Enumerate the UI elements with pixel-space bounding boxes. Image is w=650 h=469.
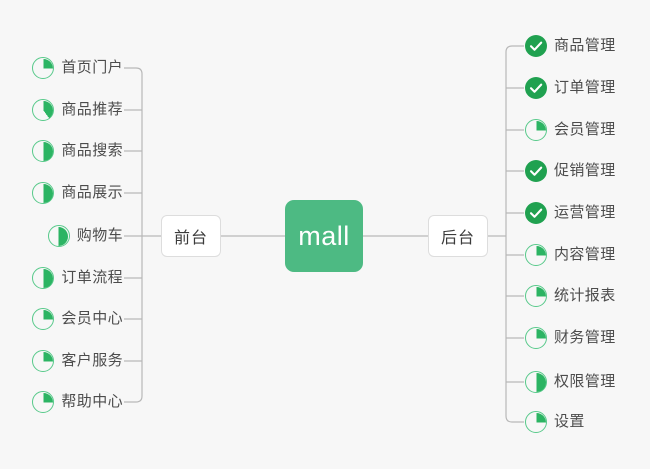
pie-icon	[32, 267, 55, 289]
mindmap-leaf[interactable]: 首页门户	[32, 55, 123, 81]
check-circle-icon	[525, 77, 547, 99]
leaf-label: 内容管理	[554, 246, 616, 263]
pie-icon	[32, 57, 55, 79]
mindmap-leaf[interactable]: 内容管理	[525, 242, 616, 268]
mindmap-leaf[interactable]: 帮助中心	[32, 389, 123, 415]
pie-icon	[525, 371, 547, 393]
leaf-label: 帮助中心	[61, 393, 123, 410]
leaf-label: 设置	[554, 413, 585, 430]
mindmap-leaf[interactable]: 商品搜索	[32, 138, 123, 164]
mindmap-leaf[interactable]: 统计报表	[525, 283, 616, 309]
pie-icon	[525, 411, 547, 433]
branch-node-front[interactable]: 前台	[161, 215, 221, 257]
mindmap-leaf[interactable]: 购物车	[47, 223, 123, 249]
pie-icon	[525, 119, 547, 141]
check-circle-icon	[525, 202, 547, 224]
pie-icon	[32, 391, 55, 413]
root-node-mall[interactable]: mall	[285, 200, 363, 272]
leaf-label: 购物车	[76, 227, 123, 244]
leaf-label: 客户服务	[61, 352, 123, 369]
leaf-label: 权限管理	[554, 373, 616, 390]
leaf-label: 运营管理	[554, 204, 616, 221]
pie-icon	[32, 350, 55, 372]
check-circle-icon	[525, 160, 547, 182]
leaf-label: 财务管理	[554, 329, 616, 346]
leaf-label: 订单管理	[554, 79, 616, 96]
mindmap-leaf[interactable]: 会员中心	[32, 306, 123, 332]
leaf-label: 会员管理	[554, 121, 616, 138]
pie-icon	[525, 244, 547, 266]
mindmap-leaf[interactable]: 权限管理	[525, 369, 616, 395]
leaf-label: 商品管理	[554, 37, 616, 54]
mindmap-leaf[interactable]: 会员管理	[525, 117, 616, 143]
pie-icon	[525, 327, 547, 349]
leaf-label: 统计报表	[554, 287, 616, 304]
mindmap-leaf[interactable]: 商品管理	[525, 33, 616, 59]
leaf-label: 促销管理	[554, 162, 616, 179]
leaf-label: 首页门户	[61, 59, 123, 76]
mindmap-leaf[interactable]: 订单流程	[32, 265, 123, 291]
leaf-label: 商品推荐	[61, 101, 123, 118]
mindmap-leaf[interactable]: 设置	[525, 409, 585, 435]
pie-icon	[32, 140, 55, 162]
leaf-label: 商品展示	[61, 184, 123, 201]
branch-node-back[interactable]: 后台	[428, 215, 488, 257]
pie-icon	[525, 285, 547, 307]
pie-icon	[32, 99, 55, 121]
mindmap-leaf[interactable]: 运营管理	[525, 200, 616, 226]
mindmap-leaf[interactable]: 促销管理	[525, 158, 616, 184]
mindmap-leaf[interactable]: 订单管理	[525, 75, 616, 101]
mindmap-leaf[interactable]: 商品推荐	[32, 97, 123, 123]
mindmap-leaf[interactable]: 客户服务	[32, 348, 123, 374]
leaf-label: 订单流程	[61, 269, 123, 286]
mindmap-leaf[interactable]: 商品展示	[32, 180, 123, 206]
pie-icon	[32, 308, 55, 330]
check-circle-icon	[525, 35, 547, 57]
mindmap-leaf[interactable]: 财务管理	[525, 325, 616, 351]
leaf-label: 商品搜索	[61, 142, 123, 159]
pie-icon	[32, 182, 55, 204]
pie-icon	[47, 225, 70, 247]
leaf-label: 会员中心	[61, 310, 123, 327]
